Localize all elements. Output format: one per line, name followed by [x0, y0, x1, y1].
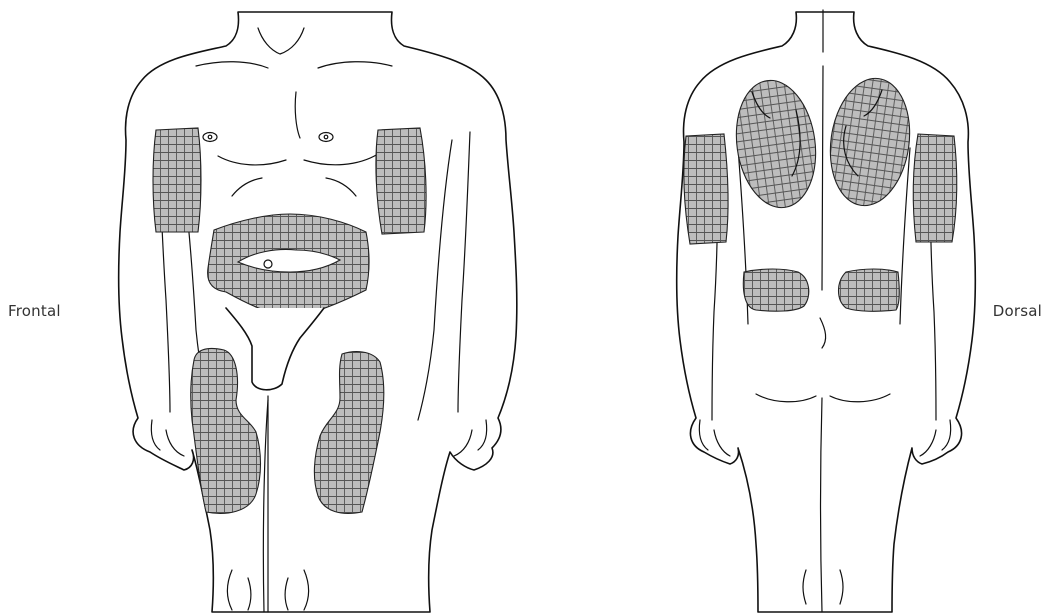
dorsal-zone-upper-arm-right — [913, 134, 957, 242]
dorsal-zone-lower-back-right — [839, 269, 900, 311]
frontal-zone-upper-arm-left — [376, 128, 426, 234]
dorsal-zone-upper-arm-left — [684, 134, 728, 244]
frontal-zone-upper-arm-right — [153, 128, 201, 232]
dorsal-figure — [677, 10, 976, 612]
dorsal-zone-lower-back-left — [743, 269, 808, 311]
frontal-figure — [119, 12, 517, 612]
dorsal-body-outline — [677, 12, 976, 612]
